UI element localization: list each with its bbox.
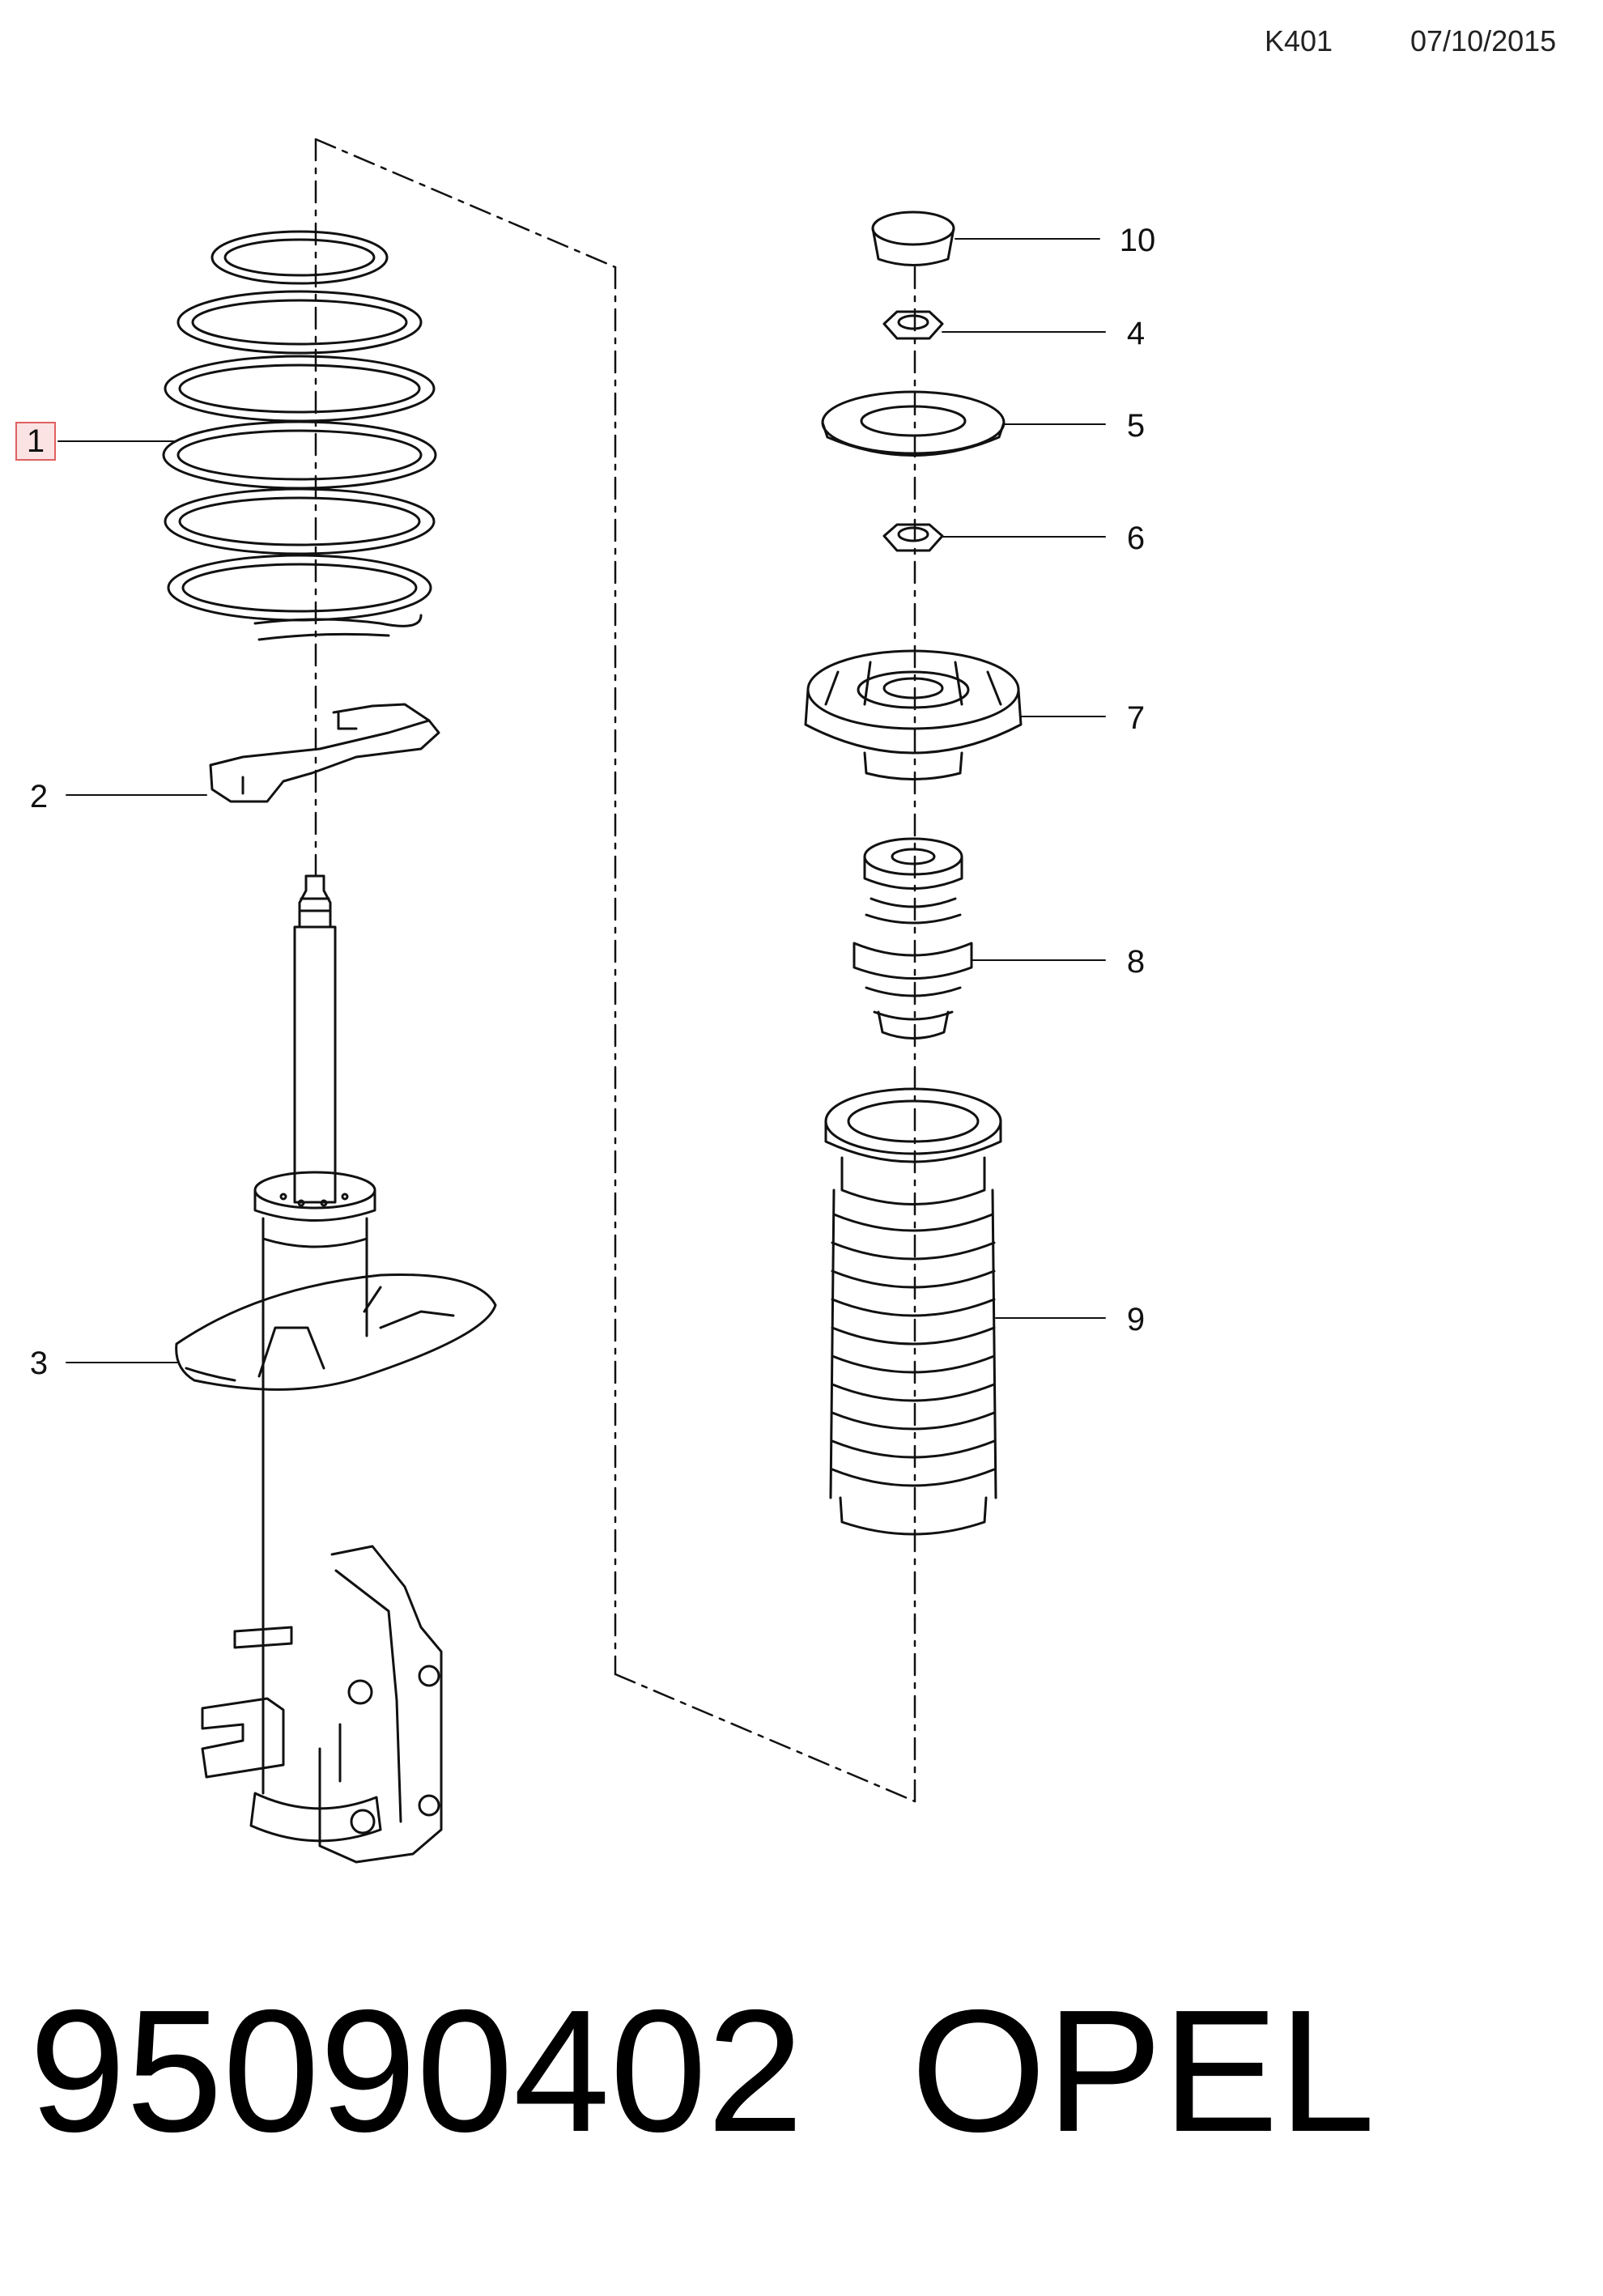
- diagram-code: K401: [1265, 24, 1333, 57]
- callout-3-label[interactable]: 3: [30, 1346, 48, 1381]
- washer-part-5: [821, 390, 1006, 457]
- coil-spring-part-1: [162, 230, 437, 641]
- strut-mount-part-7: [804, 649, 1023, 780]
- callout-4-label[interactable]: 4: [1127, 316, 1145, 351]
- leader-lines: [57, 238, 1106, 1363]
- assembly-frame-dashed: [314, 138, 916, 1803]
- dust-boot-part-9: [824, 1087, 1002, 1536]
- callout-1-label: 1: [27, 423, 45, 459]
- callout-6-label[interactable]: 6: [1127, 521, 1145, 556]
- part-number: 95090402: [29, 1973, 804, 2168]
- callout-8-label[interactable]: 8: [1127, 944, 1145, 980]
- nut-part-4: [882, 310, 944, 340]
- callout-9-label[interactable]: 9: [1127, 1302, 1145, 1337]
- callout-10-label[interactable]: 10: [1120, 223, 1156, 258]
- brand-name: OPEL: [911, 1973, 1376, 2168]
- callout-2-label[interactable]: 2: [30, 779, 48, 814]
- bump-stop-part-8: [853, 837, 973, 1040]
- spring-seat-part-2: [209, 703, 440, 803]
- callout-labels: 1 2 3 4 5 6 7 8 9 10: [15, 223, 1156, 1381]
- callout-5-label[interactable]: 5: [1127, 408, 1145, 444]
- callout-1[interactable]: 1: [15, 422, 56, 461]
- diagram-date: 07/10/2015: [1410, 24, 1557, 57]
- nut-part-6: [882, 523, 944, 552]
- strut-assembly-part-3: [175, 874, 497, 1864]
- callout-7-label[interactable]: 7: [1127, 700, 1145, 736]
- dust-cap-part-10: [871, 210, 955, 266]
